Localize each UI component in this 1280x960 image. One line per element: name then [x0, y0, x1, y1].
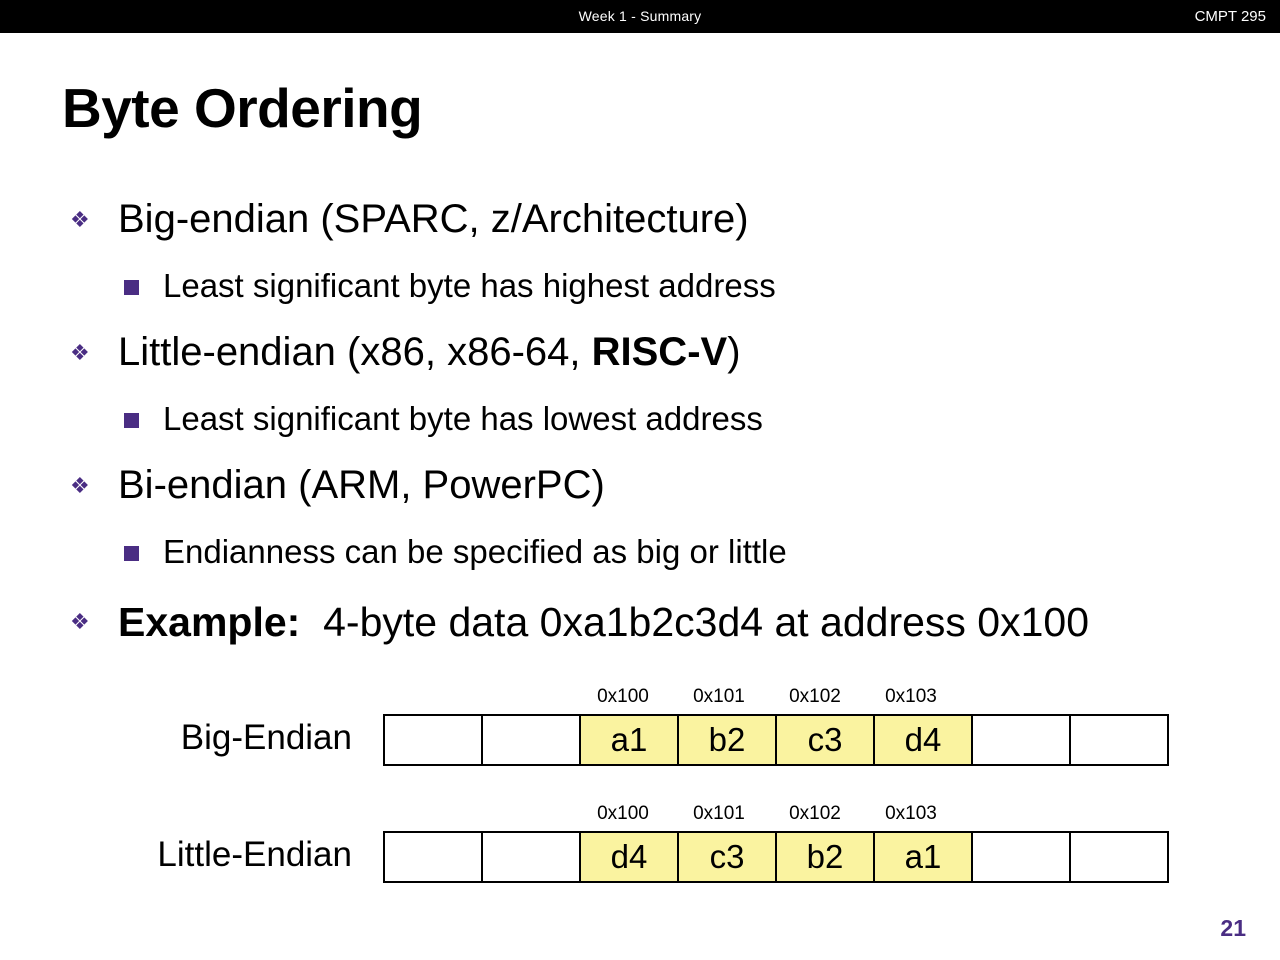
bullet-item-bi-endian: ❖ Bi-endian (ARM, PowerPC) [0, 452, 1280, 519]
memory-cell: c3 [775, 714, 875, 766]
square-bullet-icon [124, 413, 139, 428]
memory-cell [481, 831, 581, 883]
diamond-bullet-icon: ❖ [70, 473, 90, 498]
memory-cell: d4 [579, 831, 679, 883]
memory-cell: b2 [775, 831, 875, 883]
address-label: 0x101 [693, 686, 745, 707]
bullet-subtext: Endianness can be specified as big or li… [163, 533, 787, 570]
diagram-row-label: Big-Endian [180, 718, 352, 757]
page-title: Byte Ordering [62, 77, 423, 139]
bullet-subitem-big-endian: Least significant byte has highest addre… [0, 253, 1280, 319]
address-label: 0x101 [693, 803, 745, 824]
bullet-subtext: Least significant byte has highest addre… [163, 267, 776, 304]
address-label: 0x100 [597, 803, 649, 824]
bullet-subtext: Least significant byte has lowest addres… [163, 400, 763, 437]
bullet-item-big-endian: ❖ Big-endian (SPARC, z/Architecture) [0, 186, 1280, 253]
address-label: 0x102 [789, 803, 841, 824]
slide-header-bar: Week 1 - Summary CMPT 295 [0, 0, 1280, 33]
header-course-code: CMPT 295 [1194, 8, 1266, 25]
memory-cells-table: d4 c3 b2 a1 [383, 831, 1169, 883]
bullet-text-before: Little-endian (x86, x86-64, [118, 330, 592, 374]
bullet-text: Big-endian (SPARC, z/Architecture) [118, 197, 749, 241]
memory-cell: a1 [579, 714, 679, 766]
bullet-subitem-bi-endian: Endianness can be specified as big or li… [0, 519, 1280, 585]
memory-cell [1069, 714, 1169, 766]
memory-cell [383, 714, 483, 766]
square-bullet-icon [124, 546, 139, 561]
slide-page-number: 21 [1220, 915, 1246, 941]
example-text: 4-byte data 0xa1b2c3d4 at address 0x100 [323, 599, 1089, 645]
table-row: d4 c3 b2 a1 [383, 831, 1169, 883]
square-bullet-icon [124, 280, 139, 295]
bullet-text-after: ) [727, 330, 741, 374]
bullet-subitem-little-endian: Least significant byte has lowest addres… [0, 386, 1280, 452]
memory-cell [1069, 831, 1169, 883]
bullet-item-little-endian: ❖ Little-endian (x86, x86-64, RISC-V) [0, 319, 1280, 386]
memory-cells-table: a1 b2 c3 d4 [383, 714, 1169, 766]
diamond-bullet-icon: ❖ [70, 207, 90, 232]
bullet-item-example: ❖ Example: 4-byte data 0xa1b2c3d4 at add… [0, 585, 1280, 659]
memory-cell: a1 [873, 831, 973, 883]
example-label: Example: [118, 599, 301, 645]
address-label-row: 0x100 0x101 0x102 0x103 [383, 801, 1153, 827]
address-label: 0x102 [789, 686, 841, 707]
address-label: 0x103 [885, 803, 937, 824]
diamond-bullet-icon: ❖ [70, 609, 90, 634]
memory-cell: d4 [873, 714, 973, 766]
bullet-list: ❖ Big-endian (SPARC, z/Architecture) Lea… [0, 186, 1280, 659]
bullet-text: Bi-endian (ARM, PowerPC) [118, 463, 605, 507]
bullet-text-emphasis: RISC-V [591, 330, 728, 374]
address-label: 0x103 [885, 686, 937, 707]
address-label: 0x100 [597, 686, 649, 707]
memory-cell [481, 714, 581, 766]
header-deck-title: Week 1 - Summary [578, 8, 702, 24]
address-label-row: 0x100 0x101 0x102 0x103 [383, 684, 1153, 710]
memory-cell [383, 831, 483, 883]
diagram-row-label: Little-Endian [157, 835, 352, 874]
memory-cell [971, 831, 1071, 883]
memory-cell [971, 714, 1071, 766]
memory-cell: c3 [677, 831, 777, 883]
diamond-bullet-icon: ❖ [70, 340, 90, 365]
table-row: a1 b2 c3 d4 [383, 714, 1169, 766]
memory-cell: b2 [677, 714, 777, 766]
